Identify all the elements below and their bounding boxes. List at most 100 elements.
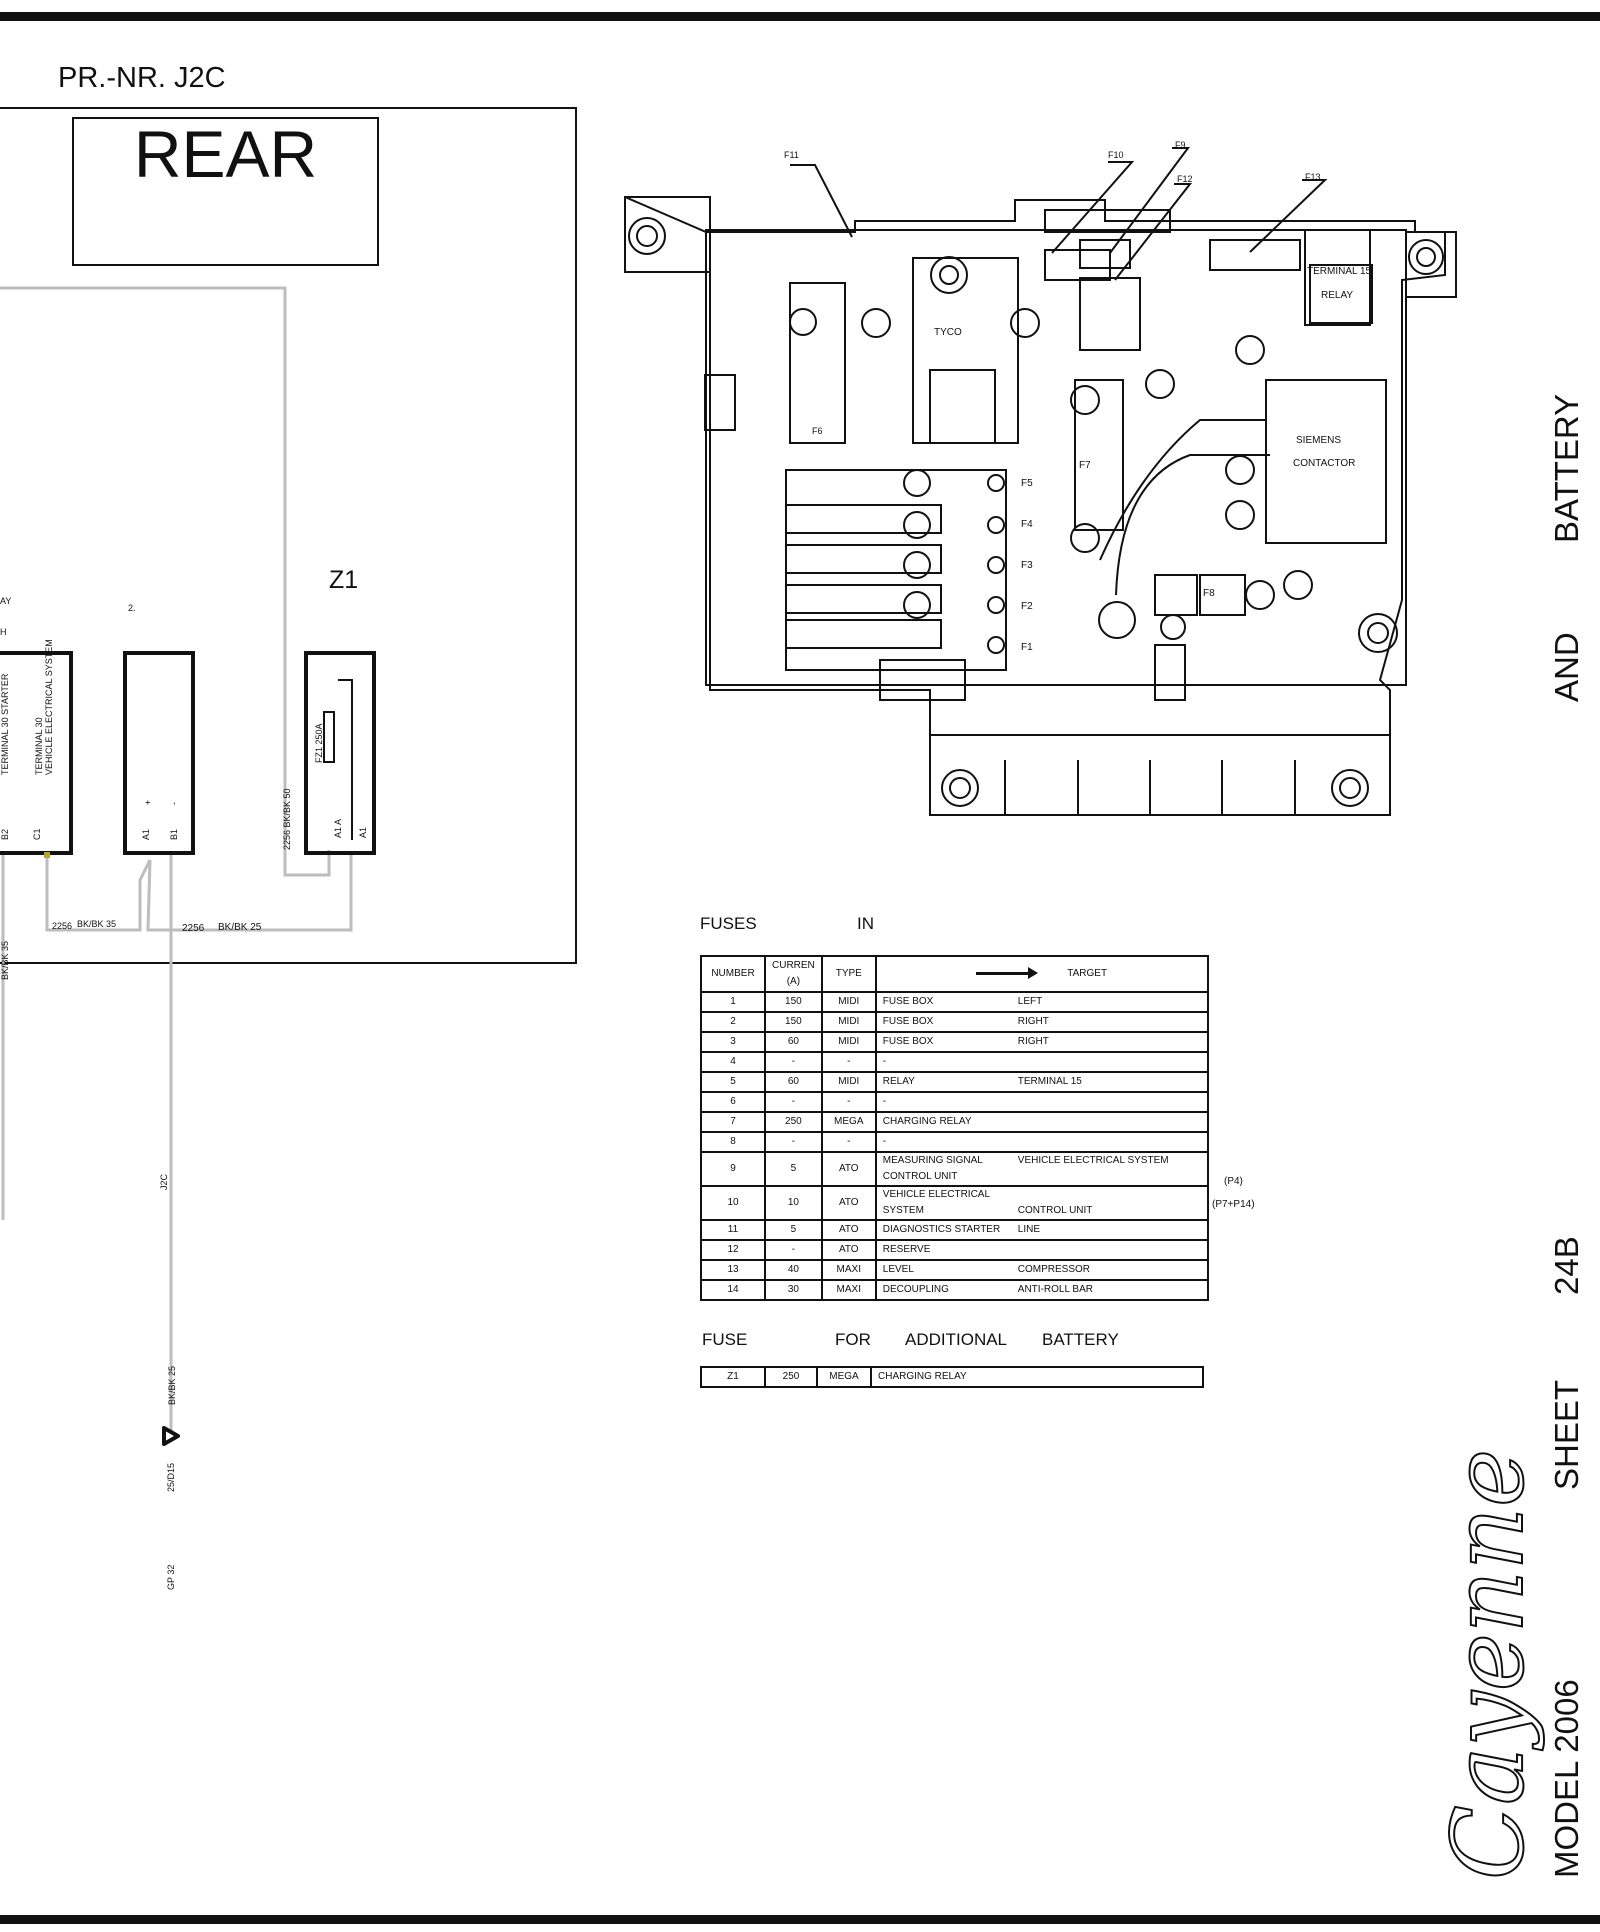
target-detail: RIGHT: [1017, 1016, 1049, 1027]
table-row: 6---: [700, 1091, 1209, 1113]
top-border: [0, 12, 1600, 21]
table-cell: MIDI: [820, 1071, 877, 1093]
target-main: -: [882, 1136, 887, 1147]
table-cell: 6: [700, 1091, 766, 1113]
table-cell: 250: [764, 1366, 818, 1388]
target-main: FUSE BOX: [882, 1036, 934, 1047]
target-main: FUSE BOX: [882, 996, 934, 1007]
table-row: 4---: [700, 1051, 1209, 1073]
table-cell: -: [820, 1051, 877, 1073]
rear-frame: [0, 107, 577, 964]
label-f12: F12: [1177, 174, 1193, 184]
col-target: TARGET: [874, 955, 1209, 993]
label-f6: F6: [812, 426, 823, 436]
wire-bkbk35-left: BK/BK 35: [0, 940, 10, 980]
target-main: RESERVE: [882, 1244, 931, 1255]
table-cell-target: RESERVE: [874, 1239, 1209, 1261]
table-cell-target: FUSE BOX RIGHT: [874, 1011, 1209, 1033]
table-cell-target: -: [874, 1131, 1209, 1153]
pin-a1a: A1 A: [333, 818, 343, 838]
title-model-2006: MODEL 2006: [1548, 1679, 1585, 1878]
title-24b: 24B: [1548, 1236, 1585, 1295]
label-f7: F7: [1079, 460, 1091, 471]
target-main: VEHICLE ELECTRICAL SYSTEM: [882, 1189, 990, 1216]
label-terminal15: TERMINAL 15: [1307, 266, 1372, 277]
pin-c1: C1: [32, 828, 42, 840]
pin-z1-a1: A1: [358, 826, 368, 838]
wire-j2c-label: J2C: [159, 1173, 169, 1190]
plus-sign: +: [143, 799, 153, 805]
table-cell: ATO: [820, 1151, 877, 1187]
table-cell-target: -: [874, 1051, 1209, 1073]
table-cell: MIDI: [820, 991, 877, 1013]
rear-title: REAR: [133, 117, 318, 191]
partial-relay-box: [0, 651, 73, 855]
wire-2256-top: [0, 286, 331, 877]
label-siemens: SIEMENS: [1296, 435, 1342, 446]
target-main: CHARGING RELAY: [878, 1371, 967, 1382]
col-current: CURREN(A): [764, 955, 823, 993]
table-cell: 13: [700, 1259, 766, 1281]
c1-terminal-dot: [44, 852, 50, 858]
table-cell: 11: [700, 1219, 766, 1241]
rear-title-box: [72, 117, 379, 266]
table-cell: MIDI: [820, 1011, 877, 1033]
target-detail: ANTI-ROLL BAR: [1017, 1284, 1093, 1295]
target-main: FUSE BOX: [882, 1016, 934, 1027]
table-cell: -: [820, 1091, 877, 1113]
table-cell: 10: [700, 1185, 766, 1221]
table-cell: 12: [700, 1239, 766, 1261]
title-and: AND: [1548, 632, 1585, 702]
table-cell: 150: [764, 1011, 823, 1033]
label-f5: F5: [1021, 478, 1033, 489]
label-f10: F10: [1108, 150, 1124, 160]
table-cell-target: FUSE BOX LEFT: [874, 991, 1209, 1013]
label-f4: F4: [1021, 519, 1033, 530]
target-detail: LEFT: [1017, 996, 1043, 1007]
label-f11: F11: [784, 150, 799, 160]
table-cell: -: [764, 1131, 823, 1153]
note-p7-p14: (P7+P14): [1212, 1199, 1255, 1210]
target-main: DECOUPLING: [882, 1284, 949, 1295]
table-cell: Z1: [700, 1366, 766, 1388]
table-cell: 250: [764, 1111, 823, 1133]
cayenne-logo: Cayenne: [1431, 1448, 1547, 1881]
table-cell: MEGA: [820, 1111, 877, 1133]
table-cell: -: [764, 1091, 823, 1113]
table-cell: MAXI: [820, 1259, 877, 1281]
table-cell: 10: [764, 1185, 823, 1221]
wire-color-2: BK/BK 25: [218, 922, 262, 933]
pin-b2: B2: [0, 828, 10, 840]
battery-box: [123, 651, 195, 855]
pin-b1: B1: [169, 828, 179, 840]
title-battery: BATTERY: [1548, 393, 1585, 543]
target-detail: RIGHT: [1017, 1036, 1049, 1047]
ground-25d15: 25/D15: [166, 1462, 176, 1492]
table-cell-target: DECOUPLING ANTI-ROLL BAR: [874, 1279, 1209, 1301]
wire-2256-25: [146, 855, 353, 932]
arrow-right-icon: [976, 966, 1039, 979]
table-cell: 9: [700, 1151, 766, 1187]
table-cell: MAXI: [820, 1279, 877, 1301]
table-cell: ATO: [820, 1239, 877, 1261]
table-cell: 5: [764, 1219, 823, 1241]
target-main: -: [882, 1056, 887, 1067]
table-cell: MEGA: [816, 1366, 872, 1388]
title-sheet: SHEET: [1548, 1379, 1585, 1490]
fuses-title: FUSES: [700, 914, 757, 933]
table-cell: 3: [700, 1031, 766, 1053]
label-f9: F9: [1175, 140, 1186, 150]
table-cell: 60: [764, 1071, 823, 1093]
table-cell: 2: [700, 1011, 766, 1033]
table-cell: ATO: [820, 1219, 877, 1241]
table-cell: 150: [764, 991, 823, 1013]
